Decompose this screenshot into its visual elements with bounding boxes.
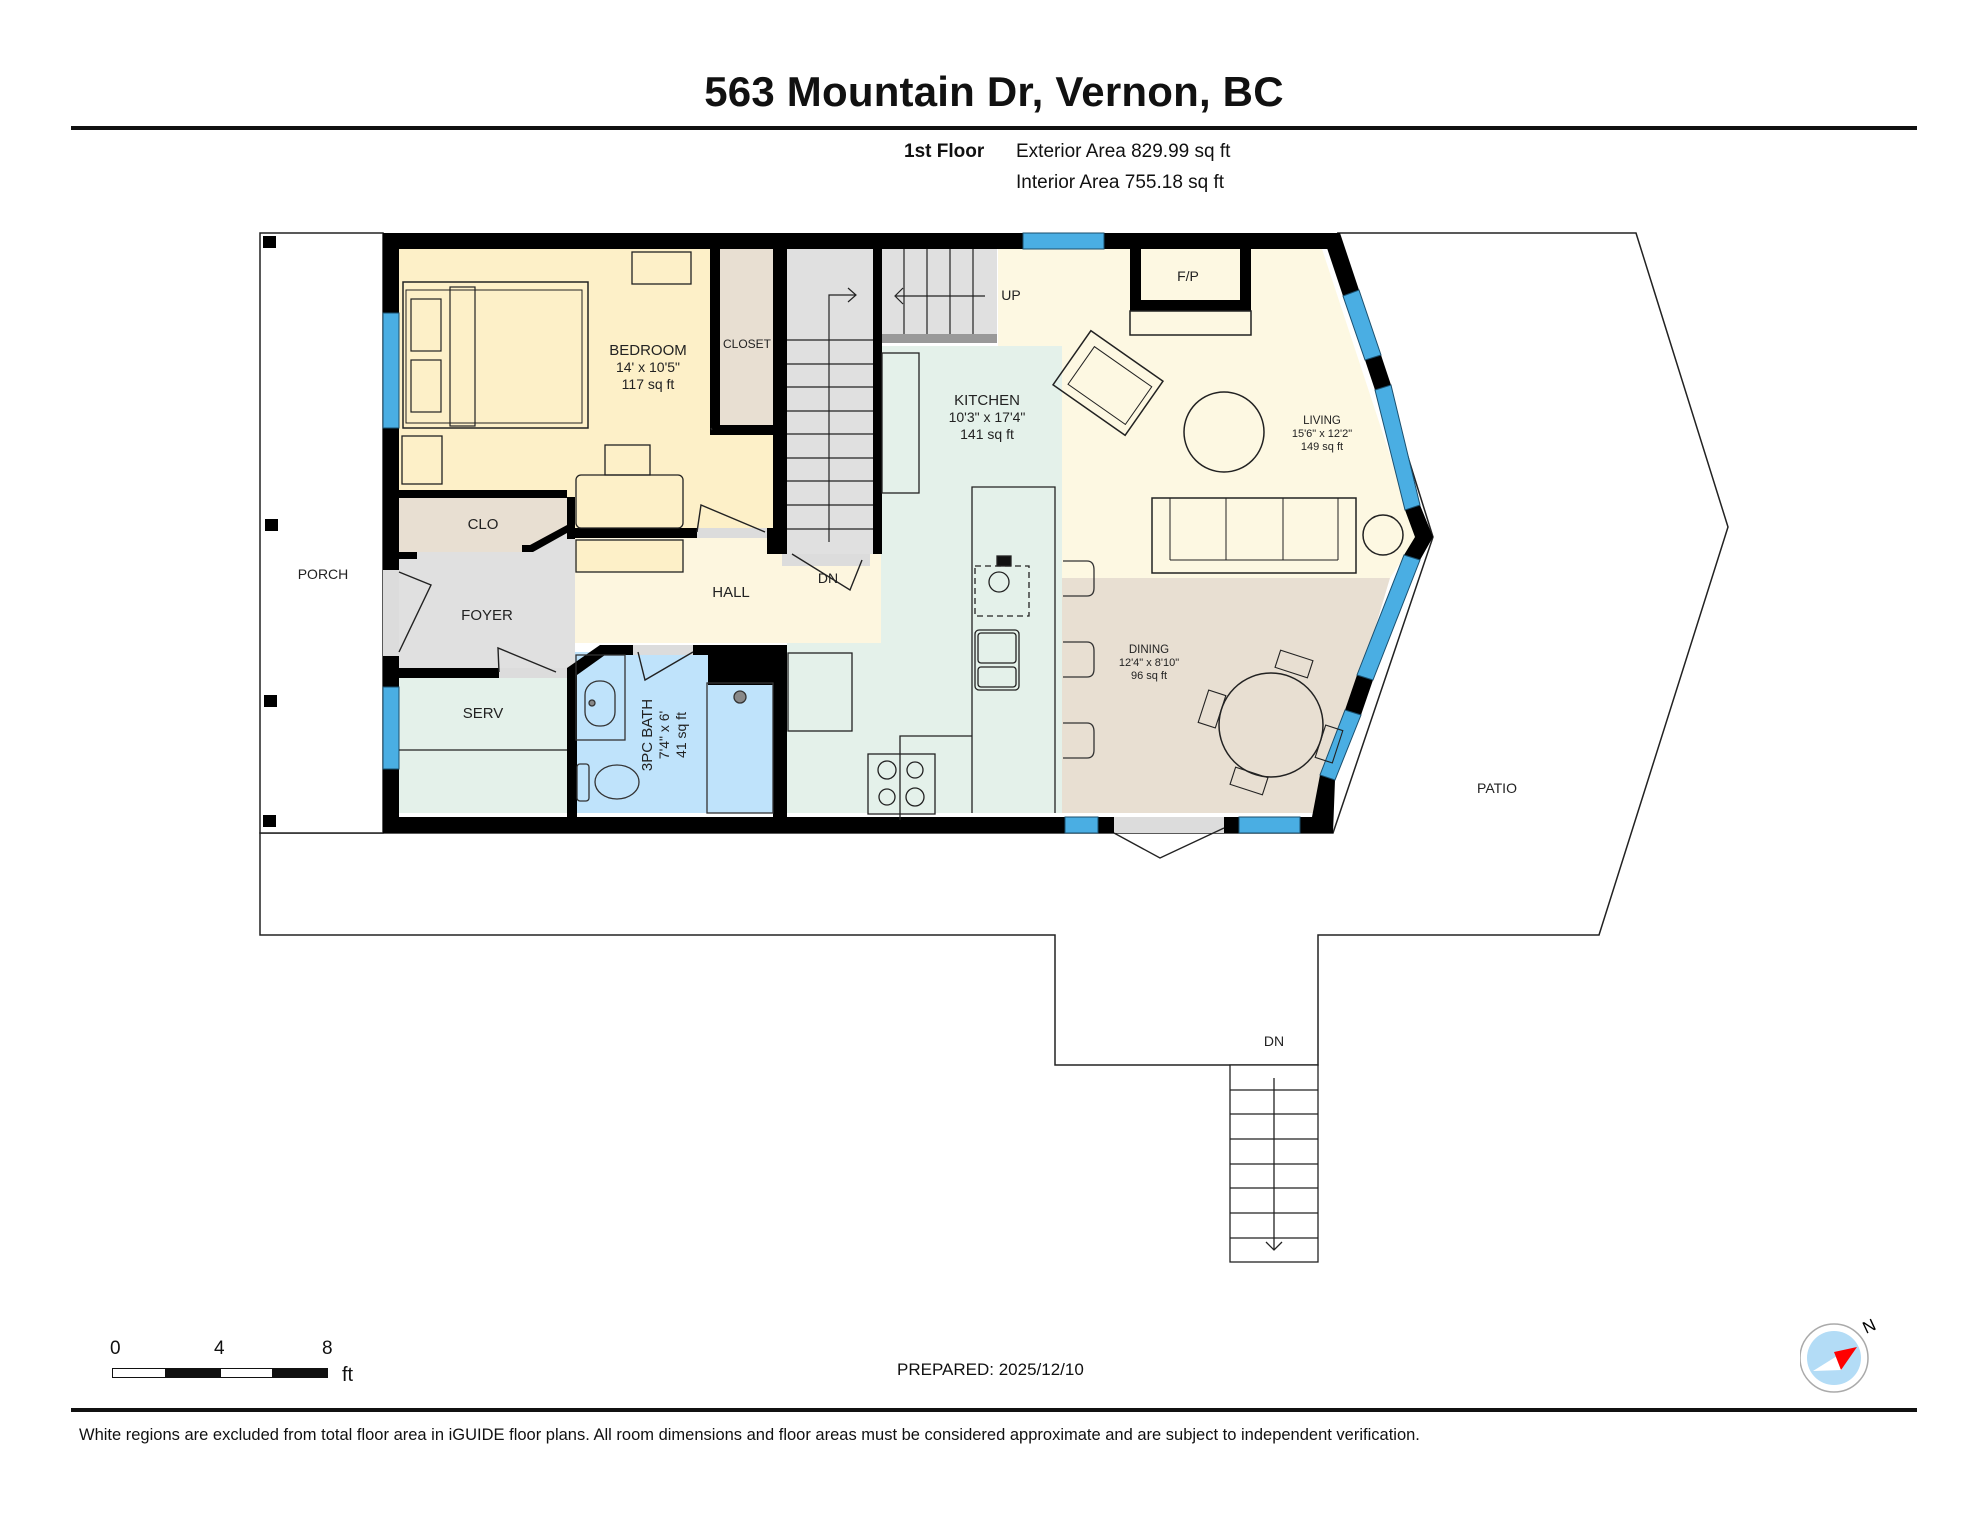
kitchen-fill	[787, 346, 1062, 813]
hall-name: HALL	[712, 584, 750, 601]
scale-tick-0: 0	[110, 1338, 121, 1359]
bed	[402, 281, 589, 429]
bath-area: 41 sq ft	[673, 712, 689, 758]
page-title: 563 Mountain Dr, Vernon, BC	[704, 68, 1284, 115]
porch-label: PORCH	[298, 566, 349, 582]
living-fill	[998, 249, 1417, 578]
kitchen-area: 141 sq ft	[960, 426, 1014, 442]
bedroom-dims: 14' x 10'5"	[616, 359, 680, 375]
dining-name: DINING	[1129, 644, 1169, 656]
fireplace-label: F/P	[1177, 268, 1199, 284]
footer-divider	[71, 1408, 1917, 1412]
bath-name: 3PC BATH	[639, 699, 656, 771]
exterior-stairs-down-label: DN	[1264, 1033, 1284, 1049]
living-area: 149 sq ft	[1301, 441, 1343, 453]
scale-segment	[112, 1368, 166, 1378]
door-thresholds	[383, 528, 1224, 833]
porch-area	[259, 232, 384, 834]
stairs-down-label: DN	[818, 570, 838, 586]
dining-dims: 12'4" x 8'10"	[1119, 657, 1179, 669]
exterior-area: Exterior Area 829.99 sq ft	[1016, 141, 1231, 162]
scale-segment	[272, 1368, 328, 1378]
serv-fill	[399, 678, 567, 813]
serv-name: SERV	[463, 705, 504, 722]
scale-segment	[165, 1368, 221, 1378]
living-name: LIVING	[1303, 415, 1341, 427]
room-fills	[399, 249, 1417, 813]
kitchen-dims: 10'3" x 17'4"	[949, 409, 1026, 425]
room-labels: BEDROOM 14' x 10'5" 117 sq ft CLOSET CLO…	[298, 268, 1517, 1049]
scale-tick-8: 8	[322, 1338, 333, 1359]
exterior-stairs	[1229, 1064, 1319, 1263]
living-dims: 15'6" x 12'2"	[1292, 428, 1352, 440]
compass-north-label: N	[1860, 1318, 1876, 1338]
closet-name: CLOSET	[723, 337, 772, 351]
bar-stools	[1063, 560, 1095, 759]
prepared-date: PREPARED: 2025/12/10	[897, 1360, 1084, 1379]
kitchen-name: KITCHEN	[954, 392, 1020, 409]
stair-landing-edge	[882, 334, 997, 343]
scale-segment	[220, 1368, 273, 1378]
bedroom-furniture	[401, 251, 692, 573]
porch-posts	[263, 236, 278, 827]
living-furniture	[1051, 310, 1404, 574]
walls	[383, 233, 1433, 833]
door-swings	[398, 427, 1225, 859]
closet-fill	[720, 249, 775, 425]
stairs-up-label: UP	[1001, 287, 1020, 303]
clo-name: CLO	[468, 516, 499, 533]
bath-dims: 7'4" x 6'	[656, 711, 672, 759]
interior-stairs	[787, 249, 985, 542]
compass-icon: N	[1800, 1318, 1876, 1393]
scale-tick-4: 4	[214, 1338, 225, 1359]
bedroom-name: BEDROOM	[609, 342, 687, 359]
title-divider	[71, 126, 1917, 130]
interior-stair-fill	[787, 249, 873, 554]
floor-label: 1st Floor	[904, 141, 985, 162]
kitchen-fixtures	[787, 352, 1056, 820]
interior-area: Interior Area 755.18 sq ft	[1016, 172, 1225, 193]
bath-fixtures	[575, 654, 774, 814]
dining-table	[1197, 649, 1344, 796]
disclaimer-text: White regions are excluded from total fl…	[79, 1426, 1420, 1444]
dining-area: 96 sq ft	[1131, 670, 1167, 682]
foyer-name: FOYER	[461, 607, 513, 624]
scale-bar: 0 4 8 ft	[110, 1338, 370, 1398]
scale-unit: ft	[342, 1364, 354, 1386]
patio-label: PATIO	[1477, 780, 1517, 796]
upper-stair-fill	[882, 249, 997, 334]
bedroom-area: 117 sq ft	[622, 376, 675, 392]
foyer-fill	[399, 533, 575, 672]
